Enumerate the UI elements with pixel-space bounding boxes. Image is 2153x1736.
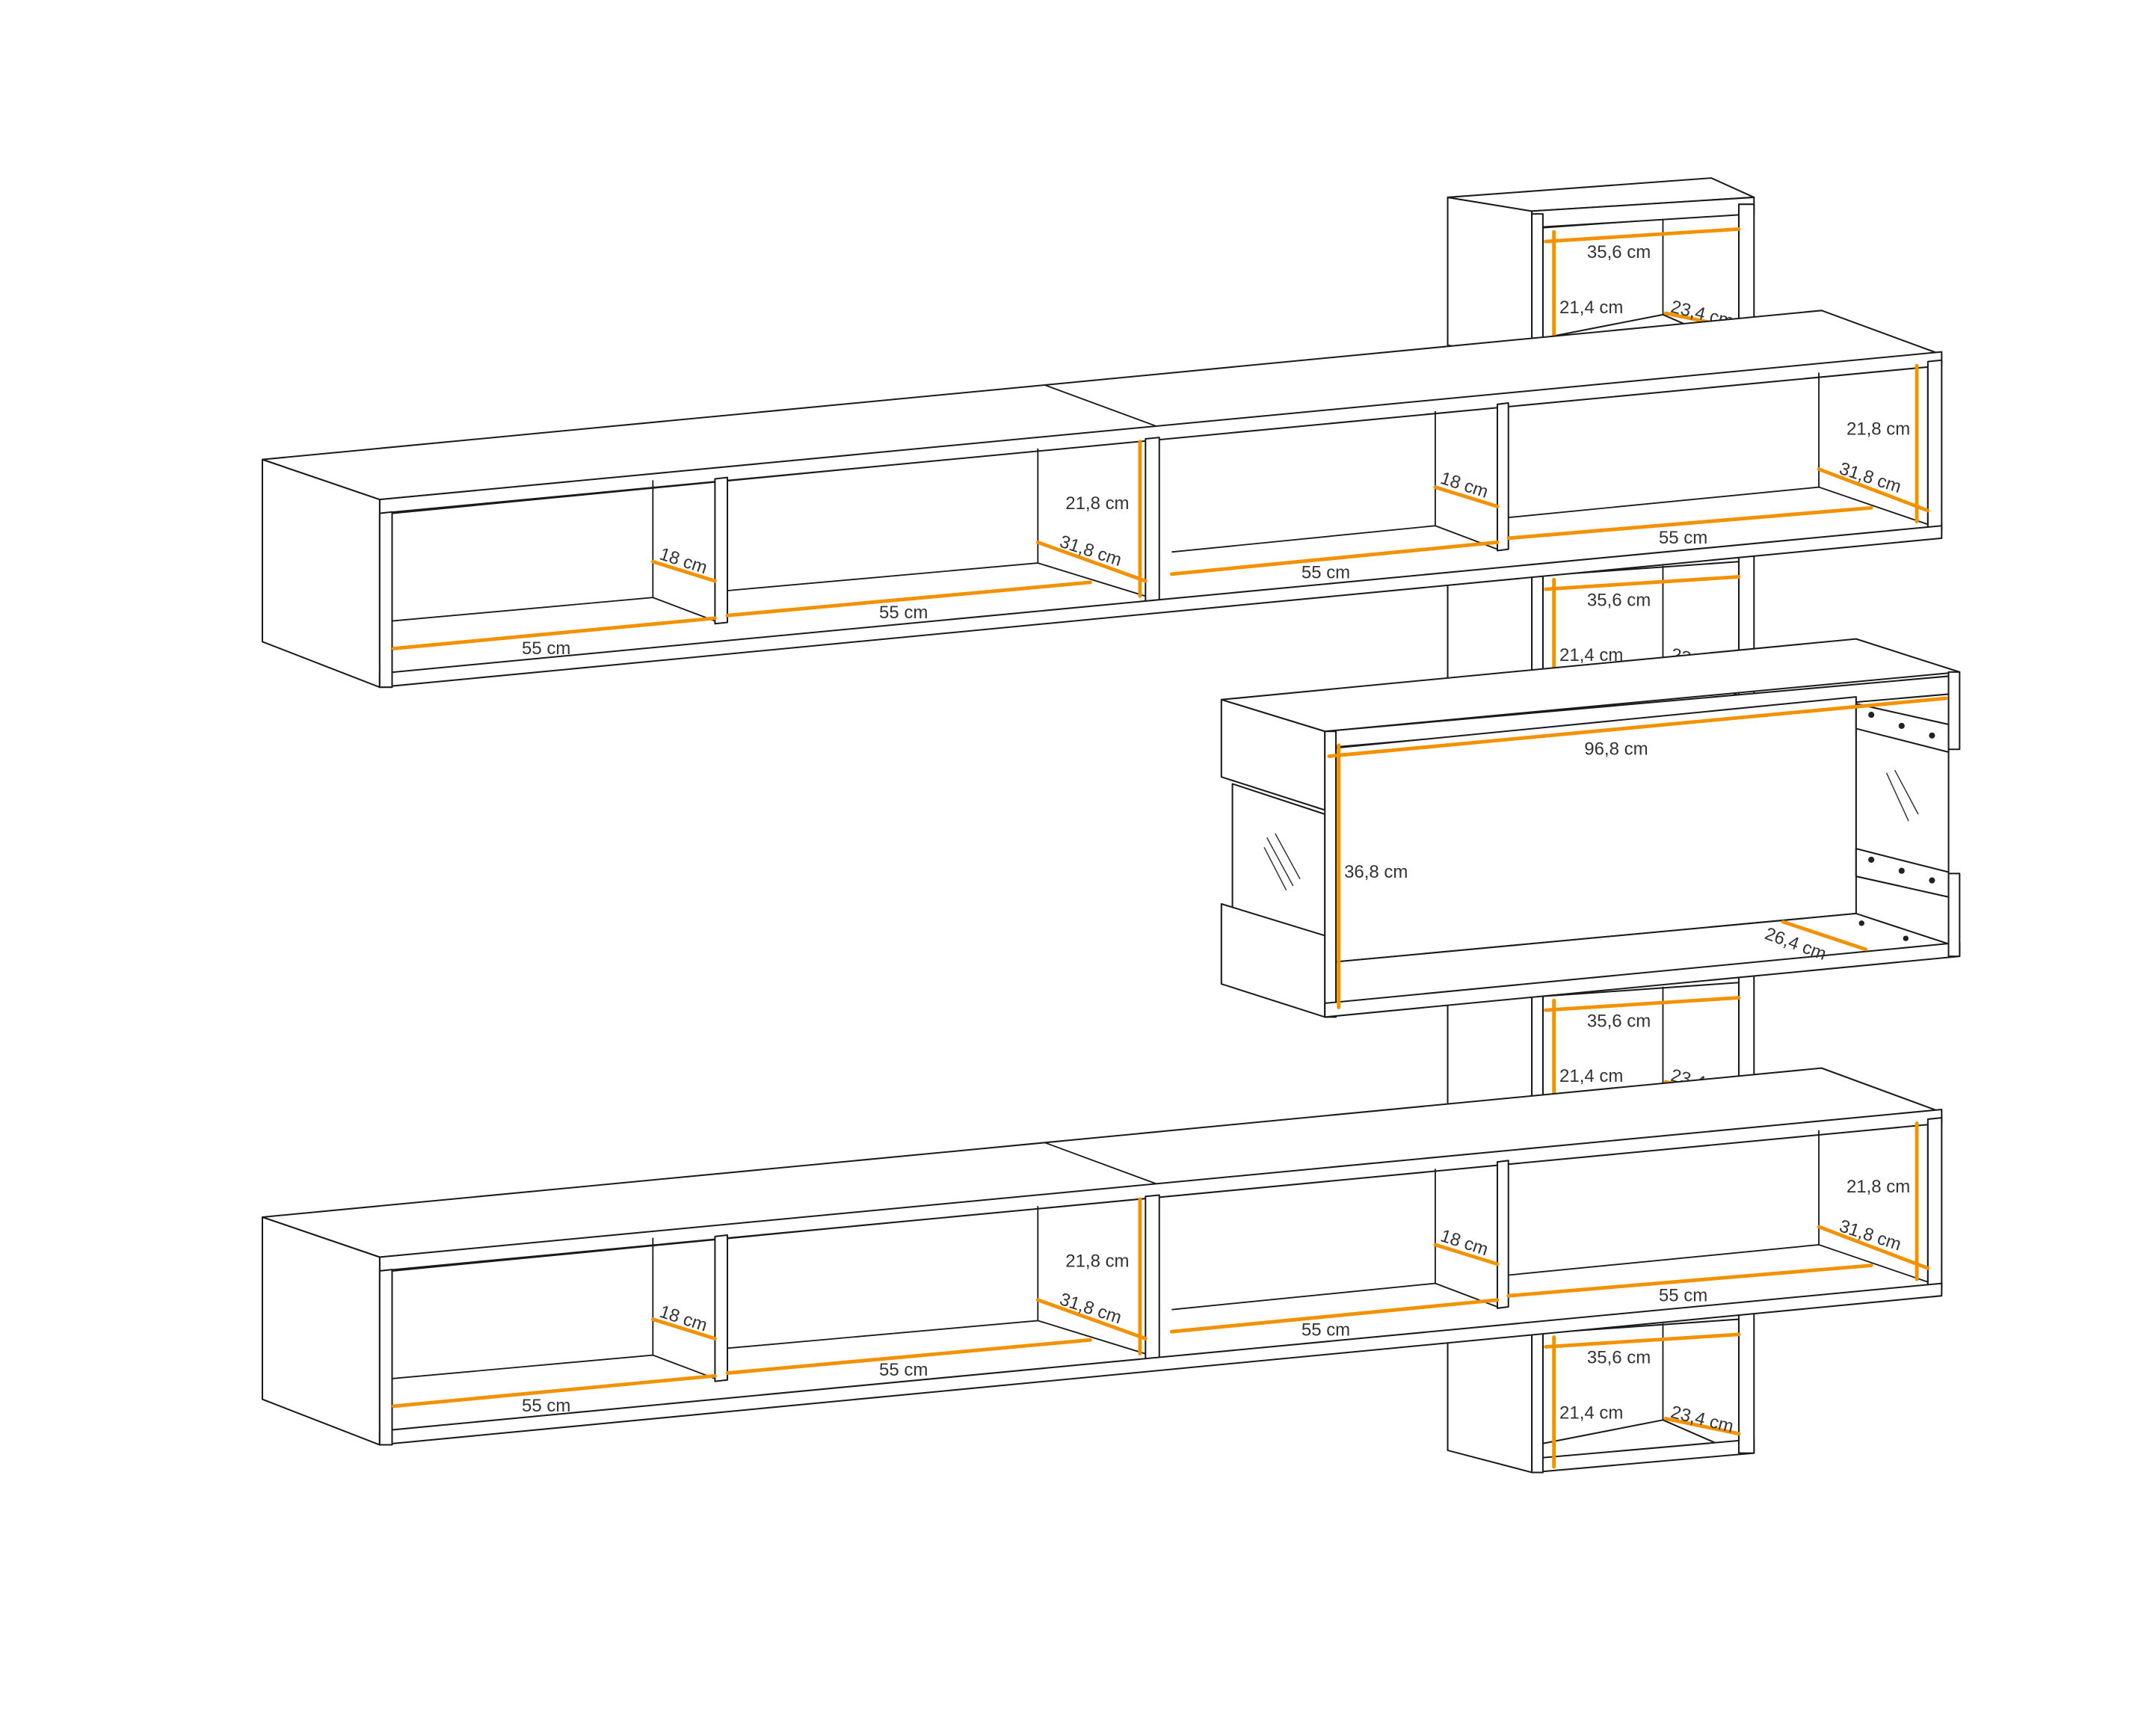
dim-right-55b xyxy=(1506,505,1873,541)
dim-left-55a xyxy=(391,1373,717,1409)
cube-bottom xyxy=(1531,1438,1755,1474)
dim-right-55b xyxy=(1506,1263,1873,1298)
shelf-left-side xyxy=(261,458,381,689)
shelf-left-post xyxy=(378,1269,393,1446)
cabinet-width-line xyxy=(1327,696,1948,758)
dim-left-18 xyxy=(650,559,717,583)
label-right-55a: 55 cm xyxy=(1302,562,1350,582)
cube-height-label: 21,4 cm xyxy=(1559,1066,1623,1086)
cabinet-depth-line xyxy=(1781,920,1868,952)
label-left-218: 21,8 cm xyxy=(1065,493,1129,514)
cube-width-line xyxy=(1544,1332,1741,1349)
cube-width-line xyxy=(1544,575,1741,591)
cube-width-line xyxy=(1544,227,1741,244)
cabinet-width-label: 96,8 cm xyxy=(1584,739,1648,760)
cabinet-height-label: 36,8 cm xyxy=(1344,862,1408,882)
cabinet-right-post-lower xyxy=(1947,872,1961,958)
cube-width-line xyxy=(1544,996,1741,1012)
shelf-joint-divider xyxy=(1145,1194,1160,1369)
shelf-left-side xyxy=(261,1216,381,1446)
dim-right-18 xyxy=(1433,485,1500,508)
dim-left-55b xyxy=(725,1338,1092,1375)
cube-right-post xyxy=(1737,1308,1755,1454)
label-right-218: 21,8 cm xyxy=(1846,419,1910,439)
dim-left-318 xyxy=(1035,540,1148,583)
shelf-divider xyxy=(1496,401,1509,552)
shelf-divider xyxy=(1496,1160,1509,1309)
dim-left-318 xyxy=(1035,1298,1148,1341)
label-right-55b: 55 cm xyxy=(1659,528,1707,548)
cube-width-label: 35,6 cm xyxy=(1587,590,1651,610)
cube-width-label: 35,6 cm xyxy=(1587,242,1651,262)
dim-left-55a xyxy=(391,616,717,650)
dim-right-55a xyxy=(1169,540,1500,576)
shelf-joint-divider xyxy=(1145,437,1160,611)
cabinet-left-post xyxy=(1324,730,1337,1018)
dim-left-55b xyxy=(725,580,1092,618)
shelf-divider xyxy=(714,1234,729,1382)
label-left-55b: 55 cm xyxy=(879,603,928,623)
shelf-right-post xyxy=(1926,359,1943,532)
label-right-55a: 55 cm xyxy=(1302,1320,1350,1341)
glass-reflection-icon xyxy=(1885,769,1919,822)
cabinet-right-post-upper xyxy=(1947,671,1961,751)
glass-cabinet: 96,8 cm 36,8 cm 26,4 cm xyxy=(1220,638,1961,1018)
cube-left-post xyxy=(1531,1318,1544,1474)
shelf-right-post xyxy=(1926,1117,1943,1290)
label-left-55a: 55 cm xyxy=(522,638,570,659)
dim-right-55a xyxy=(1169,1298,1500,1334)
dim-right-318 xyxy=(1817,467,1930,513)
dim-left-18 xyxy=(650,1317,717,1341)
label-left-55b: 55 cm xyxy=(879,1360,928,1380)
shelf-left-post xyxy=(378,511,393,689)
label-left-55a: 55 cm xyxy=(522,1396,570,1416)
dim-right-18 xyxy=(1433,1243,1500,1266)
glass-reflection-icon xyxy=(1263,833,1301,890)
shelf-divider xyxy=(714,476,729,625)
cube-width-label: 35,6 cm xyxy=(1587,1348,1651,1368)
label-left-218: 21,8 cm xyxy=(1065,1251,1129,1271)
label-right-218: 21,8 cm xyxy=(1846,1177,1910,1197)
cube-depth-line xyxy=(1663,1417,1741,1436)
cube-height-label: 21,4 cm xyxy=(1559,1403,1623,1423)
dim-right-318 xyxy=(1817,1225,1930,1270)
cube-height-label: 21,4 cm xyxy=(1559,298,1623,318)
cube-width-label: 35,6 cm xyxy=(1587,1011,1651,1031)
label-right-55b: 55 cm xyxy=(1659,1286,1707,1306)
